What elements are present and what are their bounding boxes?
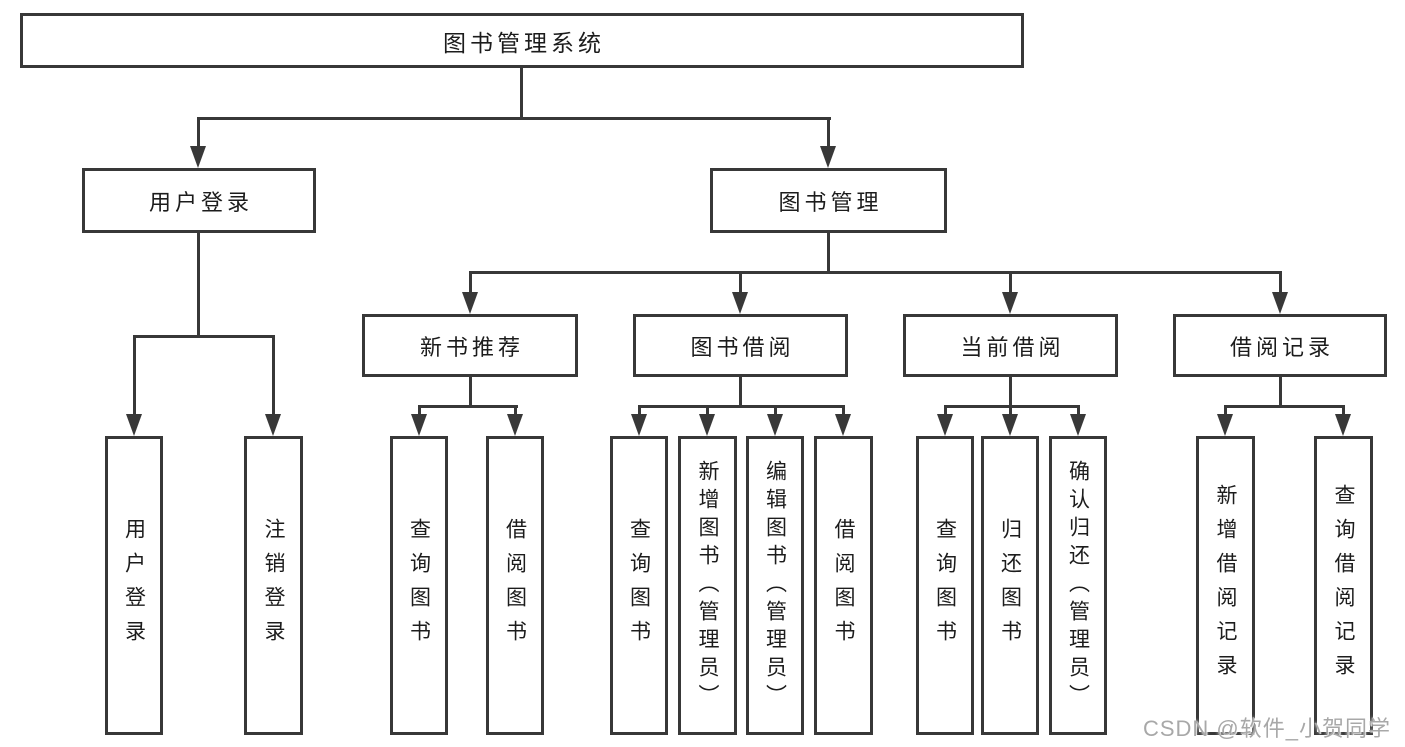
edge-leaf-stub xyxy=(1077,405,1080,417)
edge-to-book-borrow xyxy=(739,271,742,294)
arrow-down-icon xyxy=(1272,292,1288,314)
edge-leaf-stub xyxy=(944,405,947,417)
leaf-add-books-admin: 新增图书（管理员） xyxy=(678,436,737,735)
edge-leaf-stub xyxy=(418,405,421,417)
edge-to-new-book xyxy=(469,271,472,294)
leaf-query-books-borrowing: 查询图书 xyxy=(610,436,668,735)
edge-to-current-borrow xyxy=(1009,271,1012,294)
arrow-down-icon xyxy=(820,146,836,168)
edge-leaf-stub xyxy=(1009,405,1012,417)
edge-leaf-stub xyxy=(842,405,845,417)
edge-to-borrow-records xyxy=(1279,271,1282,294)
edge-to-book-management xyxy=(827,117,830,148)
edge-to-login-leaf xyxy=(133,335,136,416)
edge-current-borrow-stem xyxy=(1009,377,1012,408)
edge-leaf-stub xyxy=(706,405,709,417)
arrow-down-icon xyxy=(507,414,523,436)
leaf-query-books-recommend: 查询图书 xyxy=(390,436,448,735)
edge-user-login-rail xyxy=(133,335,275,338)
leaf-edit-books-admin: 编辑图书（管理员） xyxy=(746,436,804,735)
edge-leaf-stub xyxy=(1342,405,1345,417)
edge-leaf-stub xyxy=(1224,405,1227,417)
leaf-query-borrow-record: 查询借阅记录 xyxy=(1314,436,1373,735)
watermark: CSDN @软件_小贺同学 xyxy=(1142,716,1391,741)
arrow-down-icon xyxy=(126,414,142,436)
edge-leaf-stub xyxy=(638,405,641,417)
node-book-management: 图书管理 xyxy=(710,168,947,233)
node-borrowing-records: 借阅记录 xyxy=(1173,314,1387,377)
leaf-borrow-books: 借阅图书 xyxy=(814,436,873,735)
edge-book-mgmt-stem xyxy=(827,233,830,274)
node-library-management-system: 图书管理系统 xyxy=(20,13,1024,68)
arrow-down-icon xyxy=(462,292,478,314)
node-new-book-recommendation: 新书推荐 xyxy=(362,314,578,377)
leaf-logout: 注销登录 xyxy=(244,436,303,735)
edge-book-mgmt-rail xyxy=(469,271,1282,274)
edge-borrow-records-stem xyxy=(1279,377,1282,408)
arrow-down-icon xyxy=(631,414,647,436)
arrow-down-icon xyxy=(190,146,206,168)
edge-root-rail xyxy=(197,117,831,120)
leaf-confirm-return-admin: 确认归还（管理员） xyxy=(1049,436,1107,735)
arrow-down-icon xyxy=(732,292,748,314)
edge-borrow-records-rail xyxy=(1224,405,1345,408)
edge-to-user-login xyxy=(197,117,200,148)
arrow-down-icon xyxy=(411,414,427,436)
edge-new-book-rail xyxy=(418,405,518,408)
edge-book-borrow-rail xyxy=(638,405,845,408)
edge-new-book-stem xyxy=(469,377,472,408)
arrow-down-icon xyxy=(265,414,281,436)
arrow-down-icon xyxy=(1335,414,1351,436)
leaf-borrow-books-recommend: 借阅图书 xyxy=(486,436,544,735)
node-user-login: 用户登录 xyxy=(82,168,316,233)
arrow-down-icon xyxy=(1217,414,1233,436)
edge-to-logout-leaf xyxy=(272,335,275,416)
edge-leaf-stub xyxy=(774,405,777,417)
arrow-down-icon xyxy=(699,414,715,436)
edge-leaf-stub xyxy=(514,405,517,417)
edge-current-borrow-rail xyxy=(944,405,1080,408)
arrow-down-icon xyxy=(1002,292,1018,314)
arrow-down-icon xyxy=(767,414,783,436)
arrow-down-icon xyxy=(1070,414,1086,436)
leaf-return-books: 归还图书 xyxy=(981,436,1039,735)
leaf-query-books-current: 查询图书 xyxy=(916,436,974,735)
arrow-down-icon xyxy=(1002,414,1018,436)
edge-book-borrow-stem xyxy=(739,377,742,408)
arrow-down-icon xyxy=(937,414,953,436)
leaf-user-login: 用户登录 xyxy=(105,436,163,735)
node-book-borrowing: 图书借阅 xyxy=(633,314,848,377)
edge-root-stem xyxy=(520,68,523,119)
leaf-add-borrow-record: 新增借阅记录 xyxy=(1196,436,1255,735)
arrow-down-icon xyxy=(835,414,851,436)
node-current-borrowing: 当前借阅 xyxy=(903,314,1118,377)
edge-user-login-stem xyxy=(197,233,200,335)
